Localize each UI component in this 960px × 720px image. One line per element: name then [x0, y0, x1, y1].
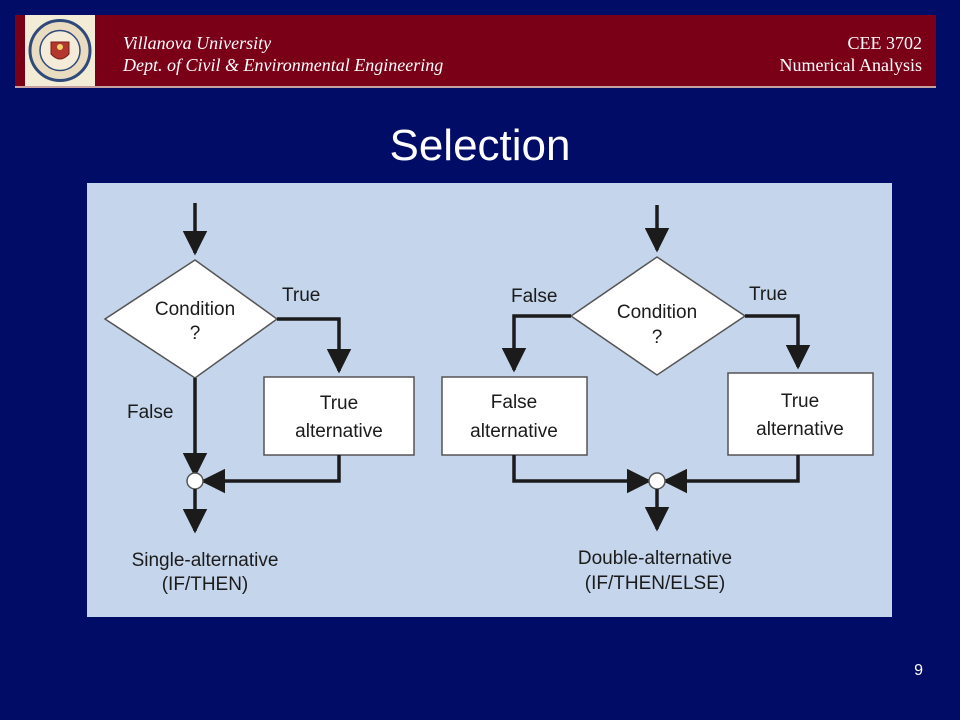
single-true-box-line1: True: [320, 393, 358, 414]
single-true-label: True: [282, 285, 320, 306]
double-caption-line2: (IF/THEN/ELSE): [585, 573, 725, 594]
double-alternative-flowchart: [441, 205, 874, 532]
double-true-alternative-box: [727, 372, 874, 456]
double-true-box-line1: True: [781, 391, 819, 412]
university-seal-logo: [25, 15, 95, 86]
double-true-return-arrow: [662, 455, 800, 494]
course-code: CEE 3702: [847, 33, 923, 53]
single-caption-line2: (IF/THEN): [162, 574, 249, 595]
double-true-arrow: [745, 314, 811, 370]
selection-flowchart-figure: Condition ? True False True alternative …: [87, 183, 892, 617]
double-condition-diamond: [569, 256, 747, 376]
single-caption-line1: Single-alternative: [132, 550, 279, 571]
single-condition-question: ?: [190, 323, 201, 344]
single-true-arrow: [277, 317, 352, 374]
double-true-box-line2: alternative: [756, 419, 844, 440]
double-false-label: False: [511, 286, 557, 307]
single-alternative-flowchart: [103, 203, 415, 534]
double-false-arrow: [501, 314, 571, 373]
single-true-box-line2: alternative: [295, 421, 383, 442]
double-condition-question: ?: [652, 327, 663, 348]
double-false-alternative-box: [441, 376, 588, 456]
university-name: Villanova University: [123, 33, 272, 53]
department-name: Dept. of Civil & Environmental Engineeri…: [123, 55, 444, 75]
single-true-alternative-box: [263, 376, 415, 456]
single-return-arrow: [200, 455, 341, 494]
single-condition-label: Condition: [155, 299, 235, 320]
double-false-box-line2: alternative: [470, 421, 558, 442]
header-right-text: CEE 3702 Numerical Analysis: [780, 32, 922, 76]
header-band: Villanova University Dept. of Civil & En…: [15, 15, 936, 88]
single-join-connector: [186, 472, 204, 490]
double-join-connector: [648, 472, 666, 490]
double-true-label: True: [749, 284, 787, 305]
double-caption-line1: Double-alternative: [578, 548, 732, 569]
header-left-text: Villanova University Dept. of Civil & En…: [123, 32, 443, 76]
double-false-return-arrow: [512, 455, 652, 494]
double-false-box-line1: False: [491, 392, 537, 413]
slide-title: Selection: [389, 121, 571, 170]
double-condition-label: Condition: [617, 302, 697, 323]
single-false-label: False: [127, 402, 173, 423]
page-number: 9: [914, 662, 923, 679]
course-name: Numerical Analysis: [779, 55, 922, 75]
